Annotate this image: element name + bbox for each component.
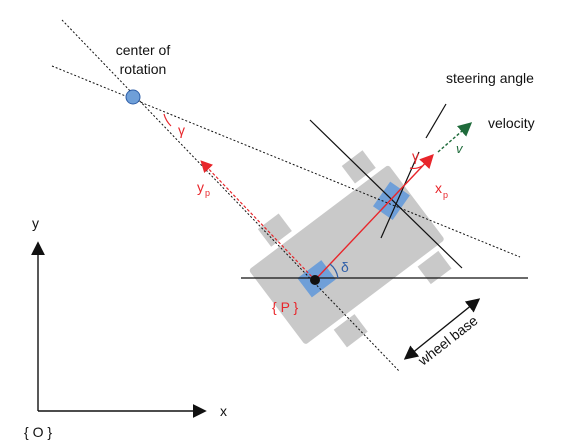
center-of-rotation-label-line1: center of: [116, 42, 171, 58]
v-label: v: [456, 141, 464, 156]
yp-axis-arrow: [200, 160, 316, 281]
gamma-wheel-arc: [409, 165, 423, 169]
front-wheel-direction-line: [380, 151, 420, 239]
gamma-wheel-label: γ: [412, 148, 419, 164]
rear-right-wheel: [333, 314, 368, 348]
rear-axle-extension-line: [61, 19, 401, 373]
wheel-base-dimension-arrow: [403, 298, 481, 360]
vehicle-perpendicular-line: [309, 119, 463, 269]
gamma-rotation-label: γ: [178, 122, 185, 138]
xp-subscript: p: [443, 190, 448, 200]
gamma-rotation-arc: [163, 113, 172, 127]
yp-label: y: [197, 179, 204, 195]
global-y-axis-label: y: [32, 215, 39, 231]
vehicle-group: [249, 150, 452, 348]
frame-p-origin: [310, 275, 320, 285]
steering-angle-pointer: [425, 103, 447, 139]
center-of-rotation-label-line2: rotation: [120, 61, 167, 77]
xp-label: x: [435, 180, 442, 196]
xp-axis-arrow: [314, 153, 434, 281]
steering-angle-label: steering angle: [446, 70, 534, 86]
delta-arc: [329, 263, 339, 279]
frame-p-label: { P }: [272, 299, 299, 315]
yp-subscript: p: [205, 188, 210, 198]
center-of-rotation-marker: [125, 89, 141, 105]
global-x-axis-label: x: [220, 403, 227, 419]
global-frame-label: { O }: [24, 424, 52, 440]
front-wheel-block: [372, 181, 410, 220]
wheel-base-label: wheel base: [414, 312, 481, 369]
vehicle-body: [249, 165, 444, 344]
delta-label: δ: [341, 259, 349, 275]
velocity-arrow: [437, 122, 473, 153]
rear-left-wheel: [257, 213, 292, 247]
front-right-wheel: [417, 250, 452, 285]
velocity-label: velocity: [488, 115, 535, 131]
